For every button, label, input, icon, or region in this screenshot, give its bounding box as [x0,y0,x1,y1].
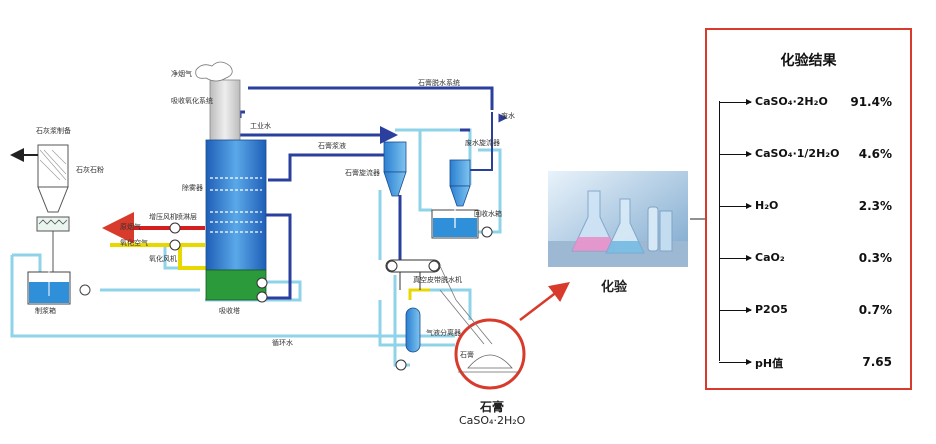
result-name: P2O5 [755,303,788,316]
reclaim-tank [431,205,493,239]
result-arrow [719,359,752,365]
gypsum-highlight [439,281,570,390]
label-gas-liquid-separator: 气液分离器 [426,329,461,337]
label-process-water: 工业水 [250,122,271,130]
label-gypsum-dewater-system: 石膏脱水系统 [418,79,460,87]
label-circulating-water: 循环水 [272,339,293,347]
label-gypsum-small: 石膏 [460,351,474,359]
label-gypsum-slurry: 石膏浆液 [318,142,346,150]
result-arrow [719,203,752,209]
label-absorber: 吸收塔 [219,307,240,315]
gypsum-cyclone [383,141,407,197]
limestone-silo [10,144,70,275]
label-slurry-tank: 制浆箱 [35,307,56,315]
results-bracket [719,101,720,361]
result-value: 4.6% [858,147,892,161]
result-value: 0.7% [858,303,892,317]
gypsum-formula: CaSO₄·2H₂O [459,414,526,427]
result-arrow [719,307,752,313]
result-value: 0.3% [858,251,892,265]
result-arrow [719,255,752,261]
result-row-caso4-2h2o: CaSO₄·2H₂O 91.4% [707,92,910,112]
lab-label: 化验 [601,280,628,295]
result-value: 7.65 [862,355,892,369]
result-name: CaSO₄·2H₂O [755,95,828,108]
slurry-prep-tank [27,270,91,305]
label-spray-layer: 喷淋层 [176,213,197,221]
vacuum-belt [385,259,457,301]
result-row-caso4-half-h2o: CaSO₄·1/2H₂O 4.6% [707,144,910,164]
label-demister: 除雾器 [182,184,203,192]
label-raw-flue-gas: 原烟气 [120,223,141,231]
label-vacuum-belt: 真空皮带脱水机 [413,276,462,284]
gypsum-title: 石膏 [480,400,505,414]
result-name: CaSO₄·1/2H₂O [755,147,840,160]
result-name: H₂O [755,199,779,212]
label-oxidation-fan: 氧化风机 [149,255,177,263]
label-absorb-oxidize: 吸收氧化系统 [171,97,213,105]
label-reclaim-tank: 回收水箱 [474,210,502,218]
results-title: 化验结果 [780,53,837,69]
label-booster-fan: 增压风机 [149,213,177,221]
result-arrow [719,151,752,157]
result-value: 91.4% [850,95,892,109]
label-top-gas: 净烟气 [171,70,192,78]
result-name: pH值 [755,357,784,370]
result-row-ph: pH值 7.65 [707,352,910,372]
label-gypsum-cyclone: 石膏旋流器 [345,169,380,177]
waste-water-cyclone [449,112,506,207]
result-value: 2.3% [858,199,892,213]
result-row-h2o: H₂O 2.3% [707,196,910,216]
label-waste-water: 废水 [501,112,515,120]
results-panel: 化验结果 CaSO₄·2H₂O 91.4% CaSO₄·1/2H₂O 4.6% … [705,28,912,390]
gas-liquid-separator [395,307,421,371]
label-waste-cyclone: 废水旋流器 [465,139,500,147]
result-row-p2o5: P2O5 0.7% [707,300,910,320]
label-limestone-prep: 石灰浆制备 [36,127,71,135]
result-name: CaO₂ [755,251,785,264]
result-arrow [719,99,752,105]
absorber-tower [169,61,268,303]
label-limestone: 石灰石粉 [76,166,104,174]
gas-lines [102,212,430,300]
result-row-cao2: CaO₂ 0.3% [707,248,910,268]
lab-photo [548,171,688,267]
label-oxidation-air: 氧化空气 [120,239,148,247]
